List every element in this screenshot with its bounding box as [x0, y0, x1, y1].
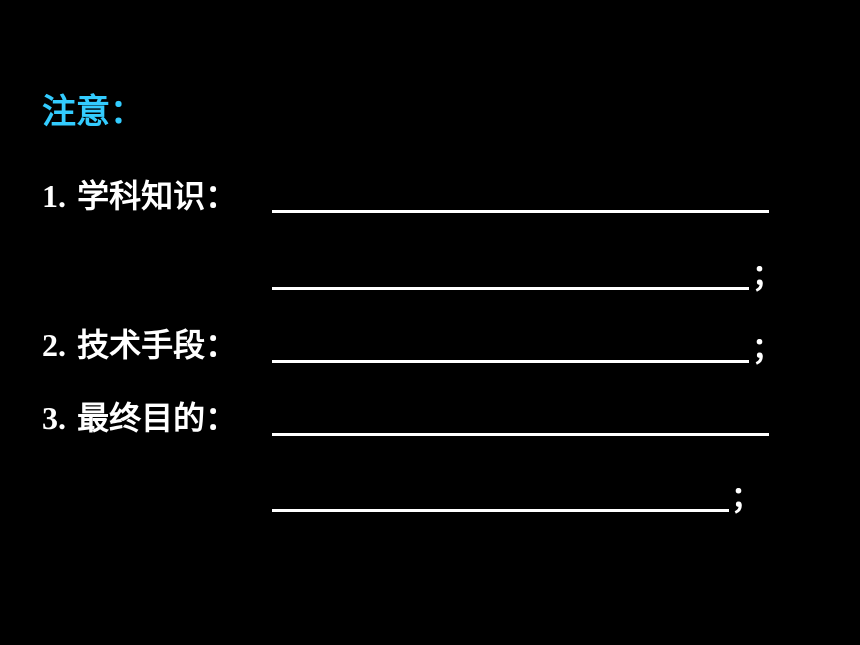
item-1-semicolon: ； — [752, 259, 782, 294]
item-2-blank-line-1[interactable] — [272, 360, 749, 363]
item-2-number: 2. — [42, 327, 66, 363]
item-1-text: 学科知识： — [77, 177, 238, 215]
note-heading: 注意： — [42, 92, 144, 132]
item-1-blank-line-1[interactable] — [272, 210, 769, 213]
item-3-text: 最终目的： — [77, 399, 238, 437]
item-1-number: 1. — [42, 178, 66, 214]
item-2-text: 技术手段： — [77, 326, 238, 364]
item-3-label: 3. 最终目的： — [42, 398, 237, 438]
item-3-blank-line-2[interactable] — [272, 509, 729, 512]
item-1-label: 1. 学科知识： — [42, 176, 237, 216]
item-3-semicolon: ； — [731, 481, 761, 516]
item-3-blank-line-1[interactable] — [272, 433, 769, 436]
item-2-label: 2. 技术手段： — [42, 325, 237, 365]
item-1-blank-line-2[interactable] — [272, 287, 749, 290]
item-3-number: 3. — [42, 400, 66, 436]
item-2-semicolon: ； — [752, 332, 782, 367]
